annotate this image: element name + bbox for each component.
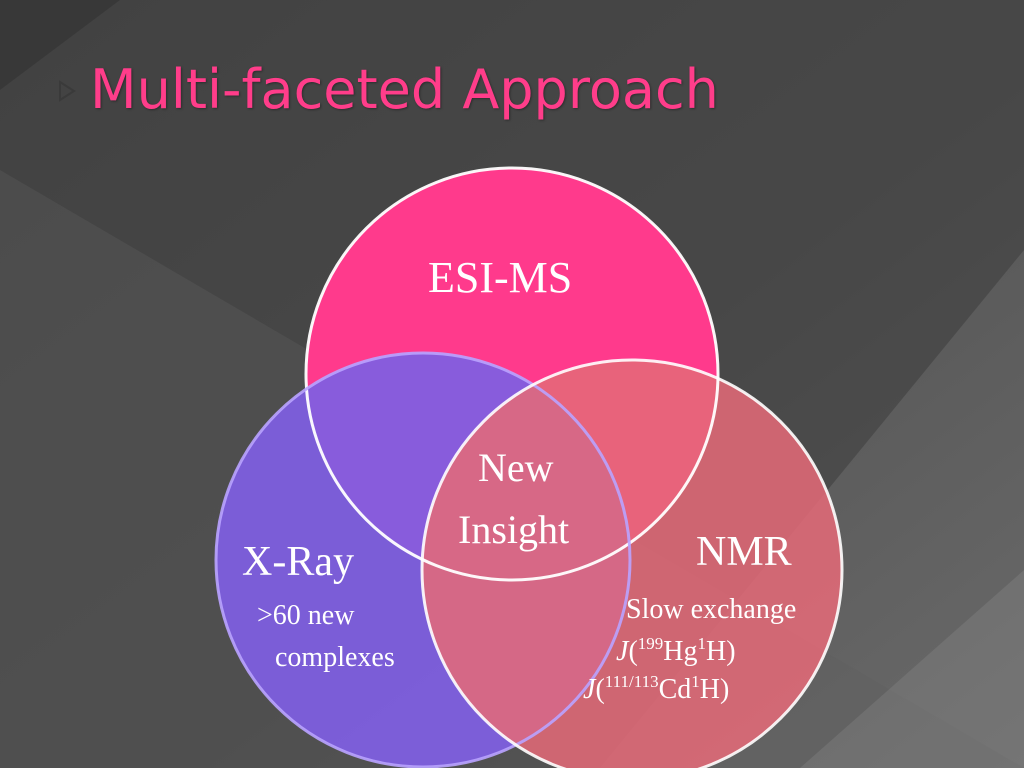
x-ray-detail-line-1: >60 new <box>257 600 355 631</box>
circle-nmr <box>422 360 842 768</box>
background-plane-corner <box>800 570 1024 768</box>
isotope-mass: 1 <box>691 672 700 691</box>
nmr-label: NMR <box>696 529 792 575</box>
title-arrow-icon <box>59 80 76 102</box>
paren-close: ) <box>726 636 736 667</box>
center-label-line-2: Insight <box>458 507 570 552</box>
element-symbol: Cd <box>658 674 692 705</box>
isotope-mass: 199 <box>637 634 664 653</box>
paren-open: ( <box>595 674 605 705</box>
center-label-line-1: New <box>478 445 554 490</box>
esi-ms-label: ESI-MS <box>428 253 573 302</box>
paren-open: ( <box>628 636 638 667</box>
circle-esi-ms-outline <box>304 166 720 582</box>
x-ray-detail-line-2: complexes <box>275 642 395 673</box>
element-symbol: Hg <box>663 636 698 667</box>
paren-close: ) <box>720 674 730 705</box>
element-symbol: H <box>706 636 727 667</box>
element-symbol: H <box>699 674 721 705</box>
nmr-detail-slow-exchange: Slow exchange <box>626 594 797 625</box>
nmr-detail-hg-coupling: J(199Hg1H) <box>616 634 736 668</box>
isotope-mass: 1 <box>697 634 707 653</box>
venn-diagram <box>214 166 844 768</box>
circle-nmr-outline <box>420 358 844 768</box>
background-plane-topleft <box>0 0 120 90</box>
coupling-symbol: J <box>583 674 596 705</box>
coupling-symbol: J <box>616 636 629 667</box>
slide-title: Multi-faceted Approach <box>90 58 719 121</box>
isotope-mass: 111/113 <box>604 672 659 691</box>
x-ray-label: X-Ray <box>242 539 354 585</box>
circle-x-ray-outline <box>214 351 632 768</box>
nmr-detail-cd-coupling: J(111/113Cd1H) <box>583 672 730 706</box>
